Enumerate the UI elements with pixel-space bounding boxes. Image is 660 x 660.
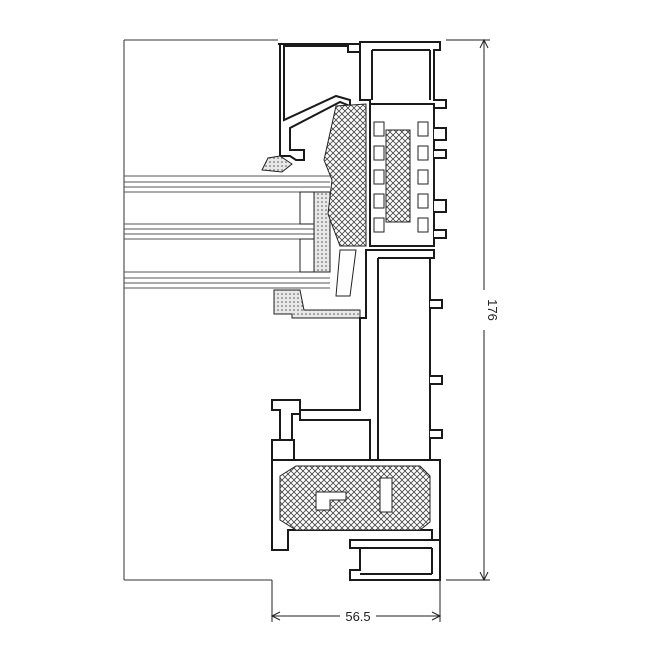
frame-middle-chamber: [299, 249, 443, 461]
frame-lower-profile: [271, 399, 441, 581]
frame-upper-chamber: [359, 41, 447, 117]
glazing-unit: [124, 175, 331, 289]
width-dimension-line: [270, 580, 442, 622]
width-dimension-label: 56.5: [345, 609, 370, 624]
thermal-break-upper: [369, 103, 447, 247]
sash-profile: [261, 43, 367, 319]
height-dimension-line: [446, 38, 490, 582]
wall-outline: [123, 39, 278, 581]
height-dimension-label: 176: [485, 299, 500, 321]
